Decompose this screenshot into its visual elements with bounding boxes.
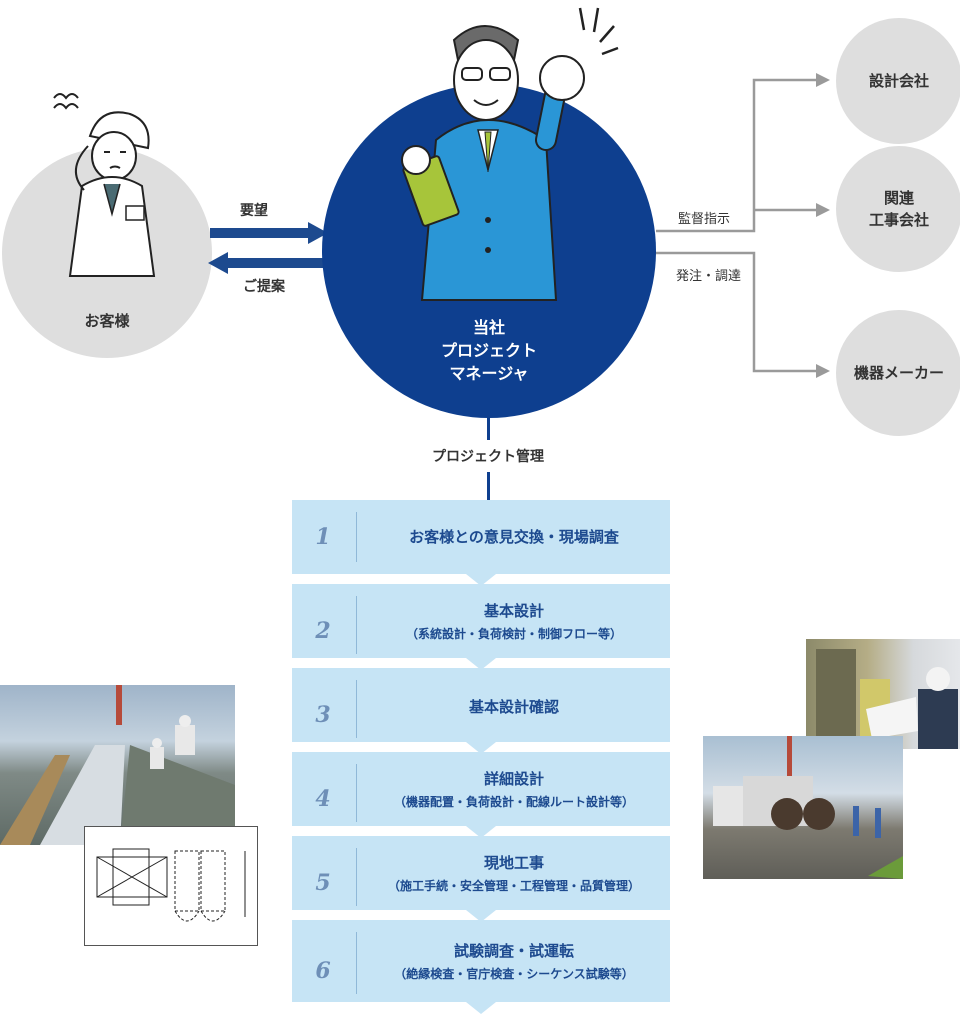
step-1-shape	[292, 500, 670, 586]
drawing-lines	[96, 848, 246, 922]
step-2: 2 基本設計 （系統設計・負荷検討・制御フロー等）	[292, 584, 670, 670]
step-6-divider	[356, 932, 357, 994]
step-6-subtitle: （絶縁検査・官庁検査・シーケンス試験等）	[394, 967, 634, 981]
manager-label: 当社 プロジェクト マネージャ	[322, 316, 656, 386]
step-5-title: 現地工事	[483, 854, 544, 872]
step-6-title: 試験調査・試運転	[453, 942, 574, 960]
step-2-divider	[356, 596, 357, 654]
design-company-label: 設計会社	[868, 71, 929, 90]
step-1-number: 1	[315, 524, 331, 550]
customer-circle: お客様	[2, 93, 212, 358]
step-4: 4 詳細設計 （機器配置・負荷設計・配線ルート設計等）	[292, 752, 670, 838]
step-1: 1 お客様との意見交換・現場調査	[292, 500, 670, 586]
step-6: 6 試験調査・試運転 （絶縁検査・官庁検査・シーケンス試験等）	[292, 920, 670, 1014]
proposal-arrow	[208, 252, 328, 274]
step-3-text: 基本設計確認	[358, 696, 670, 717]
step-3-divider	[356, 680, 357, 738]
step-4-number: 4	[315, 786, 331, 812]
layout-drawing	[84, 826, 258, 946]
pm-line-bottom	[487, 472, 490, 500]
step-5-number: 5	[315, 870, 331, 896]
site-photo-engineer	[806, 639, 960, 749]
step-1-divider	[356, 512, 357, 562]
step-6-shape	[292, 920, 670, 1014]
step-2-title: 基本設計	[483, 602, 544, 620]
manager-label-line-1: 当社	[472, 318, 505, 337]
related-company-circle: 関連 工事会社	[836, 146, 960, 272]
manager-label-line-3: マネージャ	[449, 364, 529, 384]
site-photo-cable-drums	[703, 736, 903, 879]
customer-illustration	[53, 93, 156, 277]
pm-line-top	[487, 416, 490, 440]
step-5-divider	[356, 848, 357, 906]
request-arrow	[210, 222, 328, 244]
step-4-text: 詳細設計 （機器配置・負荷設計・配線ルート設計等）	[358, 768, 670, 810]
request-label: 要望	[240, 203, 268, 219]
step-4-subtitle: （機器配置・負荷設計・配線ルート設計等）	[393, 795, 634, 809]
step-5-subtitle: （施工手続・安全管理・工程管理・品質管理）	[387, 879, 640, 893]
step-4-shape	[292, 752, 670, 838]
supervise-label: 監督指示	[678, 212, 731, 227]
step-3: 3 基本設計確認	[292, 668, 670, 754]
manager-illustration	[401, 7, 619, 301]
step-5: 5 現地工事 （施工手続・安全管理・工程管理・品質管理）	[292, 836, 670, 922]
step-2-subtitle: （系統設計・負荷検討・制御フロー等）	[405, 627, 622, 641]
design-company-circle: 設計会社	[836, 18, 960, 144]
step-4-divider	[356, 764, 357, 822]
right-connectors	[656, 73, 830, 378]
step-4-title: 詳細設計	[483, 770, 544, 788]
step-6-text: 試験調査・試運転 （絶縁検査・官庁検査・シーケンス試験等）	[358, 940, 670, 982]
equipment-maker-label: 機器メーカー	[853, 363, 944, 382]
step-6-number: 6	[315, 958, 331, 984]
customer-label: お客様	[84, 312, 130, 330]
manager-label-line-2: プロジェクト	[440, 341, 537, 361]
engineer-scene	[816, 649, 958, 749]
equipment-maker-circle: 機器メーカー	[836, 310, 960, 436]
step-1-text: お客様との意見交換・現場調査	[358, 526, 670, 547]
proposal-label: ご提案	[243, 279, 285, 295]
step-3-number: 3	[315, 702, 331, 728]
related-company-line-2: 工事会社	[868, 211, 929, 229]
step-3-shape	[292, 668, 670, 754]
step-5-text: 現地工事 （施工手続・安全管理・工程管理・品質管理）	[358, 852, 670, 894]
step-2-text: 基本設計 （系統設計・負荷検討・制御フロー等）	[358, 600, 670, 642]
pm-label: プロジェクト管理	[432, 449, 544, 465]
step-2-number: 2	[315, 618, 331, 644]
order-label: 発注・調達	[676, 269, 742, 284]
step-5-shape	[292, 836, 670, 922]
related-company-line-1: 関連	[883, 188, 914, 207]
rooftop-scene	[0, 685, 235, 845]
site-photo-rooftop	[0, 685, 235, 845]
step-2-shape	[292, 584, 670, 670]
step-1-title: お客様との意見交換・現場調査	[409, 528, 619, 546]
cable-drums-scene	[713, 736, 903, 879]
step-3-title: 基本設計確認	[468, 698, 559, 716]
